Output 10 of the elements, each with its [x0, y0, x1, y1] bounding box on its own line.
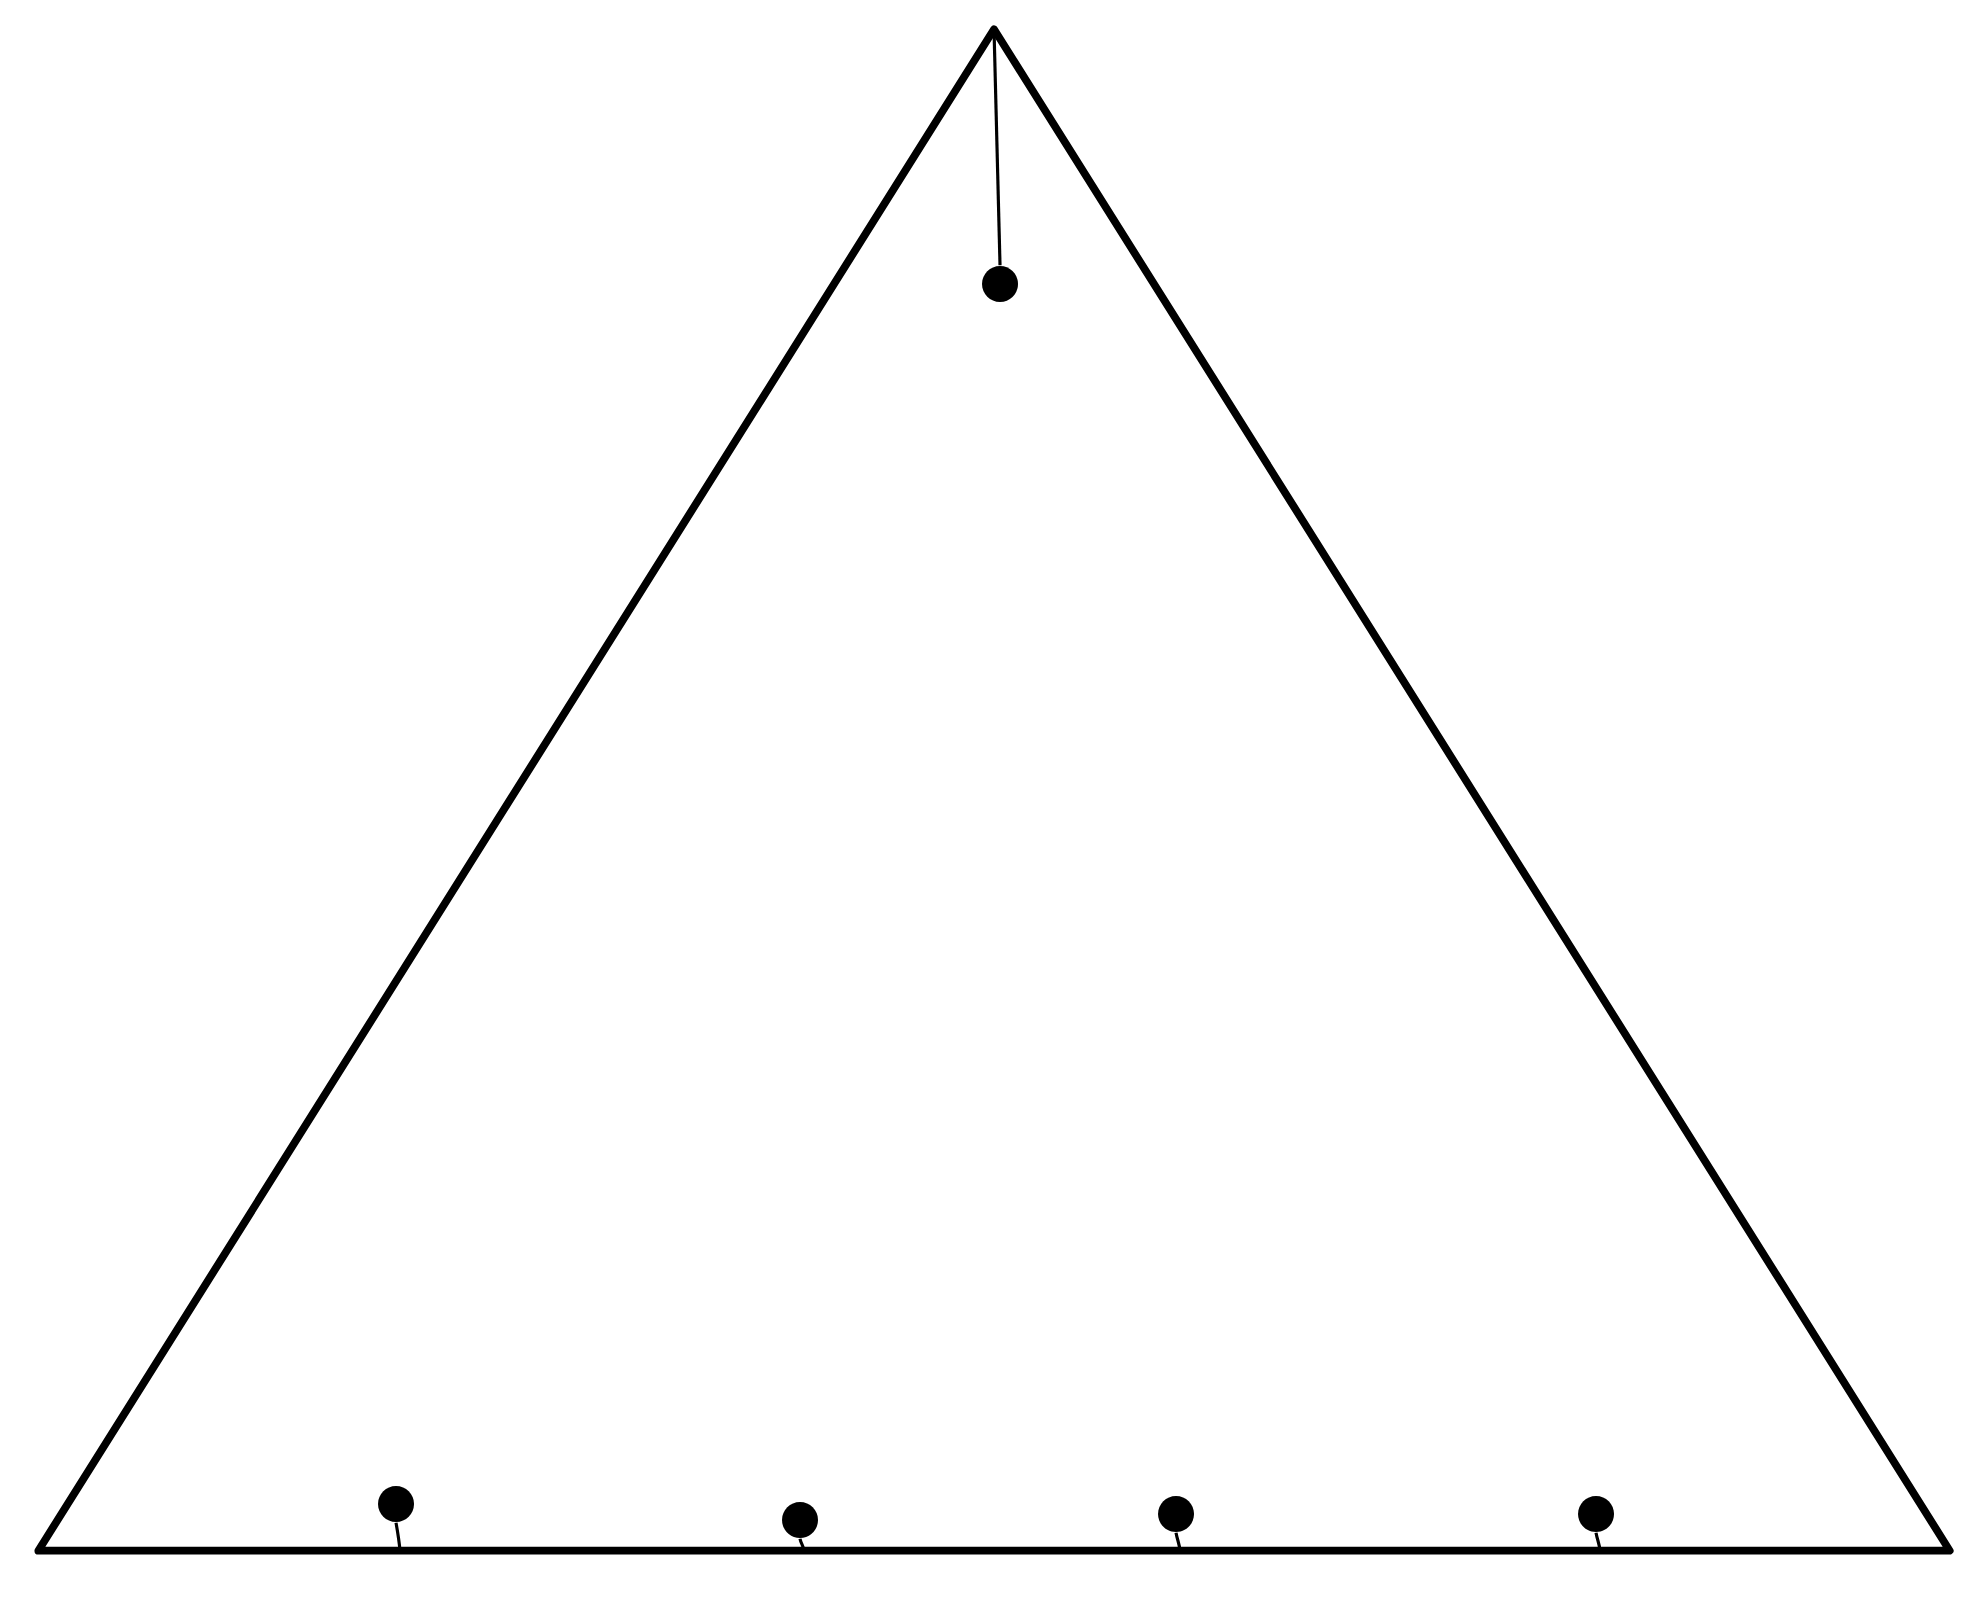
hanging-line	[1594, 1532, 1602, 1551]
triangle-outline	[34, 25, 1954, 1555]
hanging-line	[798, 1538, 806, 1551]
bob-dot	[378, 1486, 414, 1522]
bob-dot	[782, 1502, 818, 1538]
bob-dot	[1578, 1496, 1615, 1532]
hanging-line	[1174, 1532, 1182, 1551]
hanging-line	[394, 1522, 402, 1551]
bob-dot	[982, 266, 1018, 302]
bob-dot	[1158, 1496, 1194, 1532]
